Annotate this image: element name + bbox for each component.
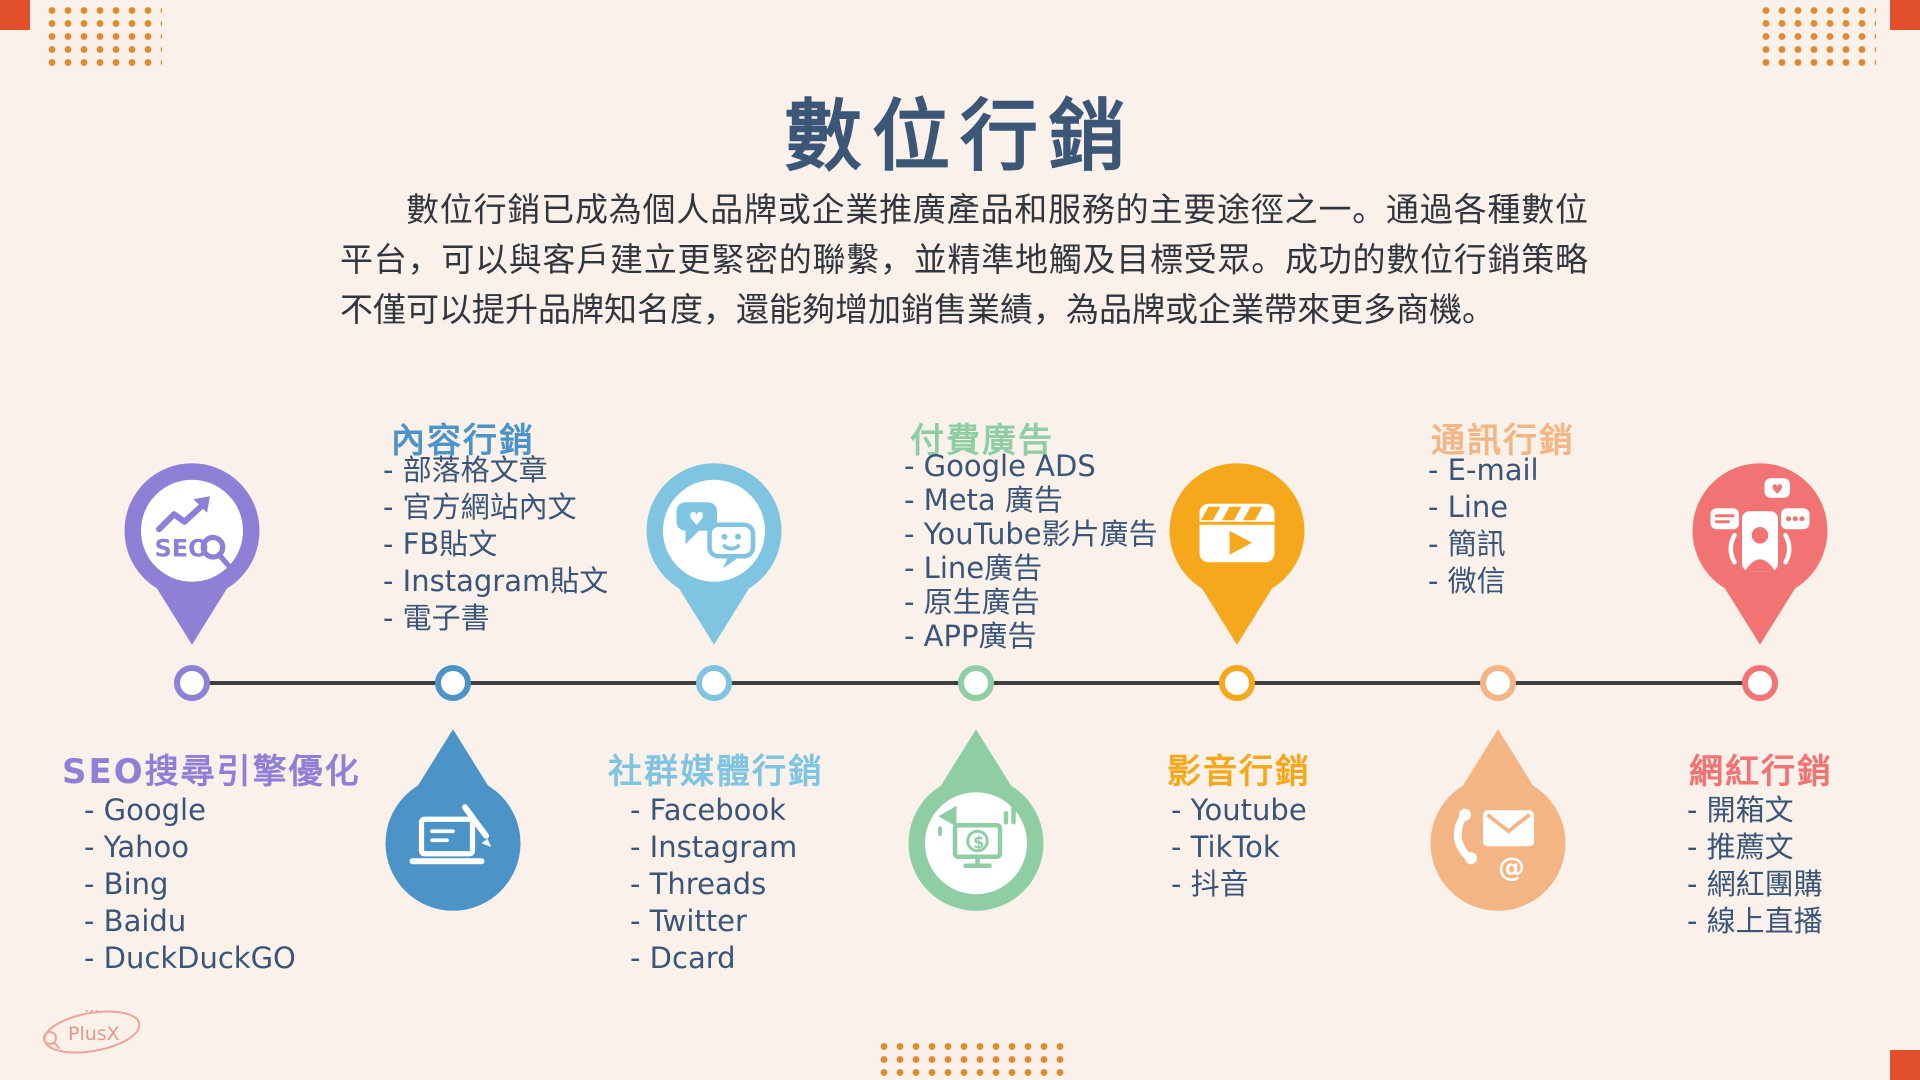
dot-grid-top-left [44,4,162,68]
section-title-social: 社群媒體行銷 [608,752,824,792]
seo-pin-label: SEO [155,534,209,562]
logo-dots: ... [84,997,99,1016]
timeline-node-video [1219,665,1255,701]
timeline-node-influencer [1742,665,1778,701]
list-item: - Baidu [84,904,187,938]
laptop-pencil-icon [409,804,492,865]
influencer-map-pin: ♥ [1692,463,1828,645]
section-list-paid: - Google ADS- Meta 廣告- YouTube影片廣告- Line… [904,449,1158,653]
logo-text: PlusX [68,1023,120,1045]
list-item: - 原生廣告 [904,585,1040,619]
list-item: - E-mail [1428,453,1539,487]
intro-paragraph: 數位行銷已成為個人品牌或企業推廣產品和服務的主要途徑之一。通過各種數位平台，可以… [340,190,1588,329]
paid-map-pin: $ [908,729,1044,911]
dollar-glyph: $ [973,833,984,852]
video-map-pin [1169,463,1305,645]
page-title: 數位行銷 [783,91,1136,182]
section-title-paid: 付費廣告 [910,421,1054,461]
at-sign-glyph: @ [1498,852,1525,883]
list-item: - 官方網站內文 [383,490,577,524]
section-title-influencer: 網紅行銷 [1689,752,1833,792]
section-list-video: - Youtube- TikTok- 抖音 [1171,792,1307,903]
logo-magnifier-icon [43,1031,57,1045]
list-item: - Twitter [630,904,747,938]
messaging-map-pin: @ [1430,729,1566,911]
list-item: - YouTube影片廣告 [904,517,1158,551]
section-title-seo: SEO搜尋引擎優化 [62,752,361,792]
seo-chart-arrow-icon [156,496,210,533]
list-item: - Google [84,793,206,827]
social-map-pin: ♥ [646,463,782,645]
timeline-node-paid [958,665,994,701]
phone-mail-icon: @ [1454,808,1534,883]
heart-glyph: ♥ [1771,482,1783,498]
list-item: - 電子書 [383,601,490,635]
list-item: - 簡訊 [1428,527,1506,561]
list-item: - Instagram貼文 [383,564,609,598]
section-title-content: 內容行銷 [391,421,535,461]
section-list-social: - Facebook- Instagram- Threads- Twitter-… [630,792,797,977]
influencer-phone-icon: ♥ [1710,478,1810,572]
list-item: - Google ADS [904,449,1096,483]
list-item: - Bing [84,867,169,901]
list-item: - 網紅團購 [1687,867,1823,901]
heart-glyph: ♥ [689,509,705,530]
list-item: - DuckDuckGO [84,941,296,975]
seo-map-pin: SEO [124,463,260,645]
section-title-video: 影音行銷 [1167,752,1311,792]
list-item: - Line [1428,490,1509,524]
dot-grid-top-right [1758,4,1876,68]
list-item: - Facebook [630,793,786,827]
section-title-messaging: 通訊行銷 [1431,421,1575,461]
timeline-node-messaging [1480,665,1516,701]
list-item: - 推薦文 [1687,830,1794,864]
list-item: - Instagram [630,830,798,864]
content-map-pin [385,729,521,911]
monitor-ads-icon: $ [938,805,1016,868]
section-list-seo: - Google- Yahoo- Bing- Baidu- DuckDuckGO [84,792,296,977]
chat-bubbles-icon: ♥ [676,502,756,569]
corner-square-bottom-right [1890,1050,1920,1080]
list-item: - Dcard [630,941,736,975]
list-item: - Line廣告 [904,551,1043,585]
list-item: - APP廣告 [904,619,1037,653]
section-list-influencer: - 開箱文- 推薦文- 網紅團購- 線上直播 [1687,792,1823,940]
timeline-node-social [696,665,732,701]
list-item: - 開箱文 [1687,793,1794,827]
section-list-messaging: - E-mail- Line- 簡訊- 微信 [1428,452,1539,600]
corner-square-top-right [1890,0,1920,30]
clapperboard-play-icon [1199,503,1275,563]
plusx-logo: ... PlusX [43,997,141,1054]
list-item: - Meta 廣告 [904,483,1063,517]
list-item: - 部落格文章 [383,453,548,487]
list-item: - FB貼文 [383,527,498,561]
list-item: - 微信 [1428,564,1506,598]
list-item: - 抖音 [1171,867,1249,901]
timeline-node-content [435,665,471,701]
list-item: - 線上直播 [1687,904,1823,938]
section-list-content: - 部落格文章- 官方網站內文- FB貼文- Instagram貼文- 電子書 [383,452,608,637]
dot-grid-bottom-center [876,1040,1066,1080]
timeline-node-seo [174,665,210,701]
list-item: - Yahoo [84,830,190,864]
list-item: - Youtube [1171,793,1307,827]
list-item: - Threads [630,867,767,901]
magnifier-icon [200,534,233,570]
list-item: - TikTok [1171,830,1280,864]
corner-square-top-left [0,0,30,30]
